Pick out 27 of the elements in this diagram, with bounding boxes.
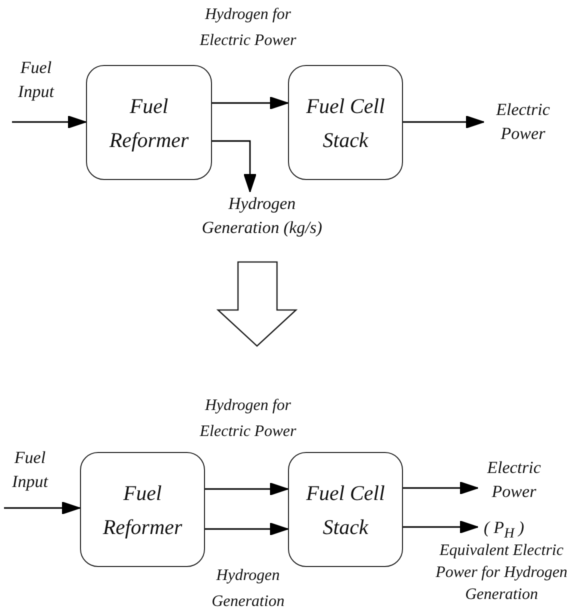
flow-label: ( P$_{H}$ ) — [484, 517, 524, 544]
arrow — [403, 482, 478, 494]
flow-label: Electric Power — [486, 457, 542, 503]
edge-label: Hydrogen for Electric Power — [198, 5, 298, 51]
flow-label: Electric Power — [495, 99, 551, 145]
process-box — [288, 65, 403, 180]
arrow — [205, 522, 288, 536]
box-label: Fuel Reformer — [102, 480, 184, 540]
box-label: Fuel Cell Stack — [305, 92, 386, 154]
edge-label: Hydrogen Generation — [210, 566, 286, 612]
arrow — [4, 502, 80, 514]
node-caption: Equivalent Electric Power for Hydrogen Generation — [434, 541, 568, 605]
arrow — [12, 116, 86, 128]
box-label: Fuel Reformer — [108, 92, 190, 154]
flow-label: Hydrogen Generation (kg/s) — [200, 193, 324, 239]
box-label: Fuel Cell Stack — [305, 480, 386, 540]
process-box — [86, 65, 212, 180]
edge-label: Hydrogen for Electric Power — [198, 396, 298, 442]
process-box — [80, 452, 205, 567]
arrow — [212, 96, 288, 110]
arrow — [212, 140, 256, 192]
flow-label: Fuel Input — [17, 57, 56, 103]
arrow — [403, 116, 484, 128]
flow-label: Fuel Input — [11, 447, 50, 493]
arrow — [205, 482, 288, 496]
process-box — [288, 452, 403, 567]
arrow — [403, 520, 478, 534]
